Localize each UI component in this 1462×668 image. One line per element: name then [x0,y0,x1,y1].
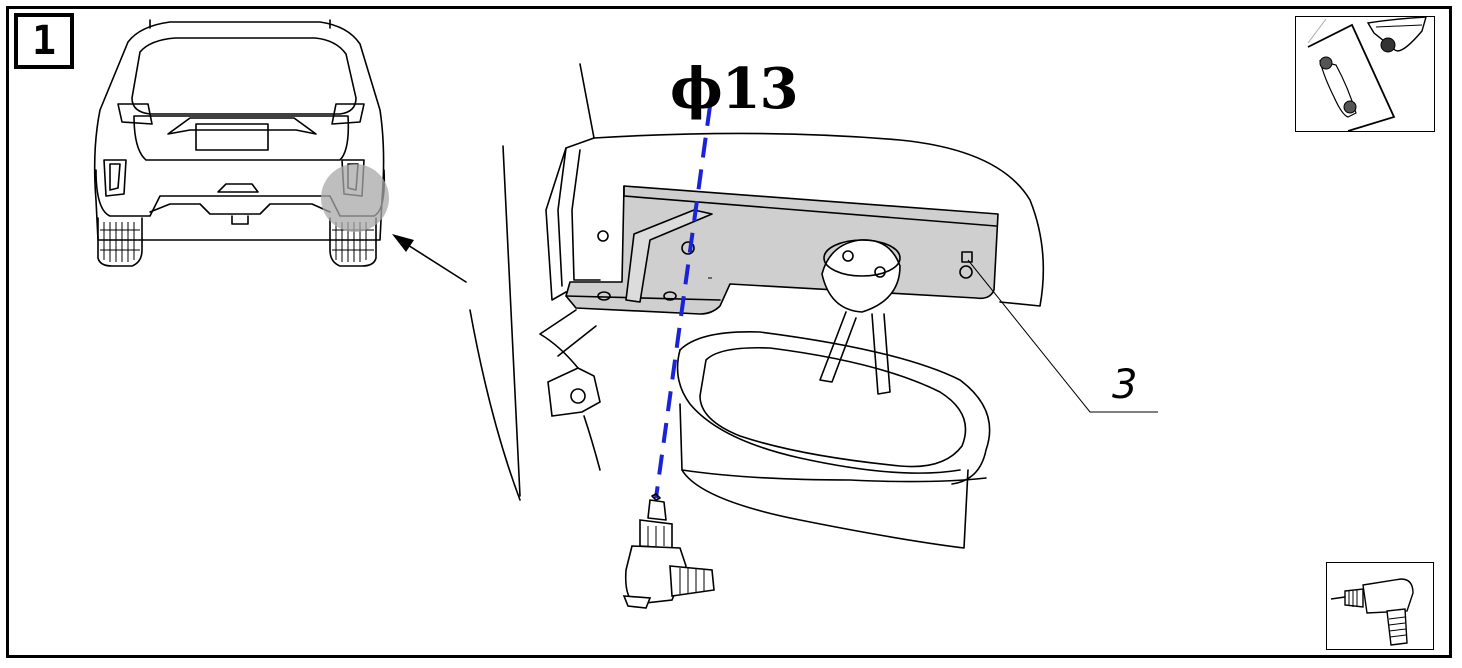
step-number-box: 1 [14,13,74,69]
car-rear-view [93,19,389,267]
pointer-arrow [392,234,467,283]
drill-tool-icon [622,493,715,609]
callout-leader [967,259,1158,413]
part-callout-label: 3 [1112,362,1138,408]
spare-wheel-well [676,331,991,549]
wheel-left [97,217,143,267]
bumper-beam [545,132,1045,307]
wheel-right [329,217,377,267]
car-lift-icon-box [1295,16,1435,132]
drill-icon [1330,578,1414,646]
step-number: 1 [31,18,57,64]
highlight-circle [321,164,389,232]
hitch-plate [539,309,601,471]
diagram-frame [6,6,1452,658]
drill-axis [654,105,712,499]
drill-icon-box [1326,562,1434,650]
hole-diameter-label: ϕ13 [670,56,799,122]
tow-ball [819,239,901,395]
body-panel-edge [469,63,595,501]
car-lift-icon [1307,17,1427,131]
